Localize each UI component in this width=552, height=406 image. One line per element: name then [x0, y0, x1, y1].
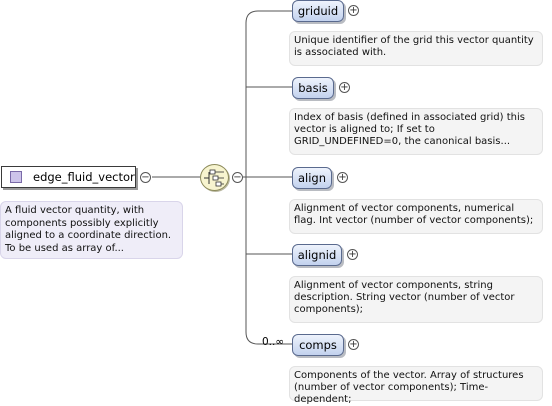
- expand-toggle-comps[interactable]: +: [348, 339, 359, 350]
- root-documentation: A fluid vector quantity, with components…: [0, 201, 183, 259]
- root-element-node[interactable]: edge_fluid_vector: [1, 166, 136, 188]
- sequence-compositor[interactable]: [200, 164, 229, 191]
- element-node-align[interactable]: align: [292, 167, 332, 189]
- documentation-comps: Components of the vector. Array of struc…: [289, 366, 543, 405]
- element-node-comps[interactable]: comps: [292, 334, 344, 356]
- documentation-basis: Index of basis (defined in associated gr…: [289, 108, 543, 155]
- element-node-basis[interactable]: basis: [292, 77, 334, 99]
- expand-toggle-alignid[interactable]: +: [347, 249, 358, 260]
- documentation-alignid: Alignment of vector components, string d…: [289, 276, 543, 323]
- documentation-griduid: Unique identifier of the grid this vecto…: [289, 31, 543, 66]
- root-element-label: edge_fluid_vector: [33, 170, 135, 184]
- expand-toggle-align[interactable]: +: [337, 172, 348, 183]
- complex-type-icon: [10, 171, 22, 183]
- expand-toggle-basis[interactable]: +: [339, 82, 350, 93]
- root-collapse-toggle[interactable]: −: [140, 172, 151, 183]
- expand-toggle-griduid[interactable]: +: [348, 5, 359, 16]
- sequence-collapse-toggle[interactable]: −: [232, 172, 243, 183]
- element-node-griduid[interactable]: griduid: [292, 0, 344, 22]
- element-node-alignid[interactable]: alignid: [292, 244, 342, 266]
- documentation-align: Alignment of vector components, numerica…: [289, 199, 543, 234]
- sequence-spine: [245, 10, 292, 345]
- sequence-compositor-icon: [204, 169, 224, 187]
- cardinality-label-comps: 0..∞: [262, 336, 285, 348]
